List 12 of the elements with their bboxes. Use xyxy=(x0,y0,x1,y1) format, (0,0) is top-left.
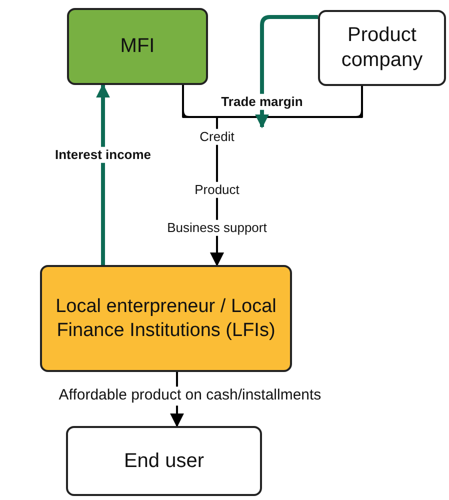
process-box: End user xyxy=(66,426,262,496)
process-box: Product company xyxy=(318,10,446,86)
arrow xyxy=(255,15,318,128)
edge-label: Product xyxy=(192,182,242,198)
edge-label: Credit xyxy=(198,128,236,146)
edge-label: Trade margin xyxy=(219,94,305,110)
arrow xyxy=(96,84,110,265)
edge-label: Affordable product on cash/installments xyxy=(56,386,324,406)
process-box: Local enterpreneur / Local Finance Institutions (LFIs) xyxy=(40,265,292,372)
flow-label: Business support xyxy=(165,220,269,236)
edge-label: Interest income xyxy=(52,146,154,164)
process-box: MFI xyxy=(67,8,208,85)
